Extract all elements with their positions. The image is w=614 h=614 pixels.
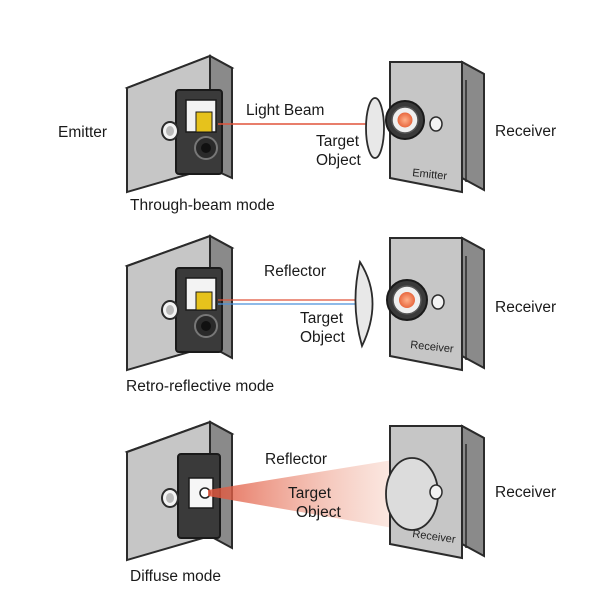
mode-label: Retro-reflective mode bbox=[126, 378, 274, 395]
device-label: Emitter bbox=[412, 167, 448, 183]
emitter-device bbox=[124, 420, 235, 562]
right-device-label: Receiver bbox=[495, 299, 556, 316]
beam-label: Light Beam bbox=[246, 102, 324, 119]
right-device-label: Receiver bbox=[495, 123, 556, 140]
reflector-object bbox=[354, 259, 374, 349]
receiver-device: Receiver bbox=[386, 236, 485, 372]
right-device-label: Receiver bbox=[495, 484, 556, 501]
left-device-label: Emitter bbox=[58, 124, 107, 141]
mode-label: Through-beam mode bbox=[130, 197, 275, 214]
receiver-device: Receiver bbox=[385, 424, 485, 560]
receiver-sensor-dot bbox=[399, 292, 415, 308]
target-object-lens bbox=[365, 97, 385, 159]
emitter-chip-icon bbox=[195, 111, 213, 133]
target-label-line1: Target bbox=[288, 485, 332, 502]
mode-label: Diffuse mode bbox=[130, 568, 221, 585]
panel-through-beam: Emitter Emitter Light Beam Target Object… bbox=[58, 54, 556, 214]
diffuse-light-cone bbox=[208, 458, 405, 530]
emitter-device bbox=[124, 54, 235, 194]
mount-hole-icon bbox=[429, 484, 443, 500]
target-label-line2: Object bbox=[296, 504, 341, 521]
receiver-sensor-dot bbox=[397, 112, 413, 128]
mount-hole-icon bbox=[429, 116, 443, 132]
target-label-line1: Target bbox=[300, 310, 344, 327]
target-label-line1: Target bbox=[316, 133, 360, 150]
emitter-chip-icon bbox=[195, 291, 213, 311]
panel-diffuse: Receiver Reflector Target Object Receive… bbox=[124, 420, 556, 585]
device-label: Receiver bbox=[410, 339, 455, 356]
emitter-device bbox=[124, 234, 235, 372]
target-label-line2: Object bbox=[300, 329, 345, 346]
panel-retro-reflective: Receiver Reflector Target Object Receive… bbox=[124, 234, 556, 395]
receiver-device: Emitter bbox=[385, 60, 485, 194]
reflector-label: Reflector bbox=[265, 451, 327, 468]
mount-hole-icon bbox=[431, 294, 445, 310]
target-label-line2: Object bbox=[316, 152, 361, 169]
reflector-label: Reflector bbox=[264, 263, 326, 280]
